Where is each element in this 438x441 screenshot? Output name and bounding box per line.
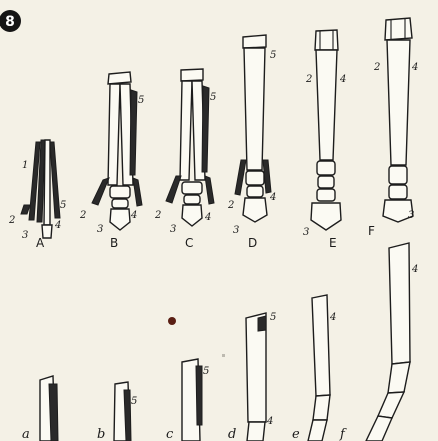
caption-b-lower: b (97, 427, 105, 441)
digit-label-3: 3 (233, 225, 239, 236)
caption-d-upper: D (248, 236, 257, 250)
limb-profile-f: 4 f (339, 243, 418, 441)
caption-f-lower: f (339, 427, 347, 441)
digit-label-5: 5 (270, 312, 276, 323)
caption-a-upper: A (36, 236, 45, 250)
caption-c-lower: c (166, 427, 174, 441)
caption-f-upper: F (368, 224, 375, 238)
limb-profile-c: 5 c (166, 359, 209, 441)
caption-e-upper: E (329, 236, 337, 250)
caption-b-upper: B (110, 236, 118, 250)
digit-label-4: 4 (266, 416, 273, 427)
foot-skeleton-f: 2 4 3 F (368, 18, 418, 238)
foot-skeleton-b: 5 2 3 4 B (79, 72, 144, 250)
foot-skeleton-e: 2 4 3 E (303, 30, 346, 250)
digit-label-3: 3 (22, 230, 28, 241)
digit-label-4: 4 (411, 264, 418, 275)
foot-skeleton-a: 1 2 3 5 4 A (8, 140, 66, 250)
digit-label-2: 2 (79, 210, 86, 221)
digit-label-5: 5 (138, 95, 144, 106)
caption-c-upper: C (185, 236, 193, 250)
digit-label-4: 4 (339, 74, 346, 85)
digit-label-2: 2 (227, 200, 234, 211)
digit-label-2: 2 (154, 210, 161, 221)
digit-label-3: 3 (170, 224, 176, 235)
digit-label-2: 2 (305, 74, 312, 85)
digit-label-2: 2 (373, 62, 380, 73)
limb-profile-d: 5 4 d (228, 312, 276, 441)
digit-label-1: 1 (22, 160, 28, 171)
digit-label-5: 5 (131, 396, 137, 407)
digit-label-4: 4 (269, 192, 276, 203)
limb-profile-a: a (22, 376, 58, 441)
digit-label-2: 2 (8, 215, 15, 226)
digit-label-5: 5 (210, 92, 216, 103)
foot-skeleton-c: 5 2 3 4 C (154, 69, 216, 250)
ink-spot (168, 317, 176, 325)
digit-label-4: 4 (130, 210, 137, 221)
figure-number-badge: 8 (0, 10, 21, 32)
digit-label-5: 5 (60, 200, 66, 211)
digit-label-3: 3 (303, 227, 309, 238)
caption-e-lower: e (292, 427, 300, 441)
digit-label-3: 3 (408, 210, 414, 221)
digit-label-4: 4 (54, 220, 61, 231)
digit-label-4: 4 (204, 212, 211, 223)
digit-label-4: 4 (411, 62, 418, 73)
digit-label-3: 3 (97, 224, 103, 235)
caption-a-lower: a (22, 427, 30, 441)
digit-label-4: 4 (329, 312, 336, 323)
caption-d-lower: d (228, 427, 236, 441)
limb-profile-e: 4 e (292, 295, 336, 441)
digit-label-5: 5 (270, 50, 276, 61)
figure-number: 8 (5, 14, 15, 30)
ink-speck (222, 354, 225, 357)
foot-skeleton-d: 5 2 3 4 D (227, 35, 276, 250)
limb-profile-b: 5 b (97, 382, 137, 441)
digit-label-5: 5 (203, 366, 209, 377)
